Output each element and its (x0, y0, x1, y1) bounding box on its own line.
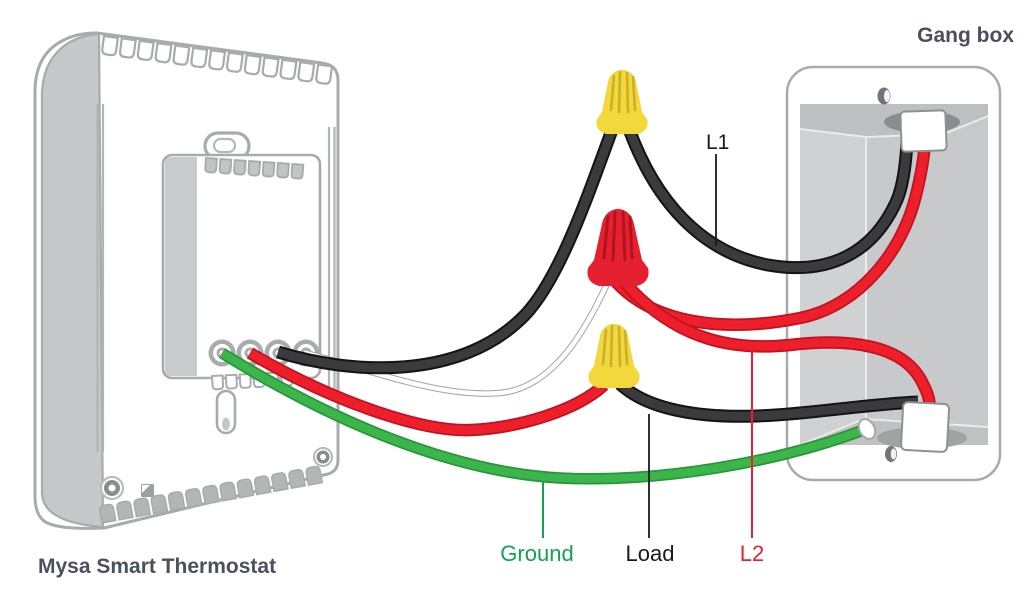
gang-box-left-wall (800, 129, 866, 447)
ground-label: Ground (500, 541, 573, 566)
gang-box-screw-bottom (885, 446, 897, 462)
wire-nut-yellow-bottom (587, 322, 641, 390)
gang-box (785, 65, 1002, 482)
gang-box-screw-top (877, 87, 891, 105)
l1-label: L1 (706, 131, 729, 154)
l2-label: L2 (740, 541, 764, 566)
wire-nut-yellow-top (595, 68, 649, 136)
leader-lines (542, 154, 753, 538)
faceplate-grooves (96, 104, 336, 452)
label-square-icon (141, 484, 154, 497)
keyhole-slot (215, 389, 237, 435)
load-label: Load (626, 541, 675, 566)
bottom-cable-clamp (900, 401, 951, 453)
ground-wire-grommet (857, 418, 877, 440)
thermostat-backplate (33, 31, 340, 530)
white-wire-edge (306, 284, 607, 394)
thermostat-side-edge (40, 32, 105, 529)
mounting-hole-inner (212, 137, 237, 154)
thermostat-title: Mysa Smart Thermostat (38, 555, 276, 578)
screw-hole-right (313, 447, 333, 467)
gang-box-title: Gang box (917, 24, 1014, 47)
top-cable-clamp (899, 109, 948, 153)
inner-plate-shading (165, 157, 197, 376)
screw-hole-left (100, 476, 124, 500)
keyhole-slot-inner (222, 417, 230, 431)
wire-nut-red (587, 209, 649, 286)
white-wire (306, 284, 607, 394)
